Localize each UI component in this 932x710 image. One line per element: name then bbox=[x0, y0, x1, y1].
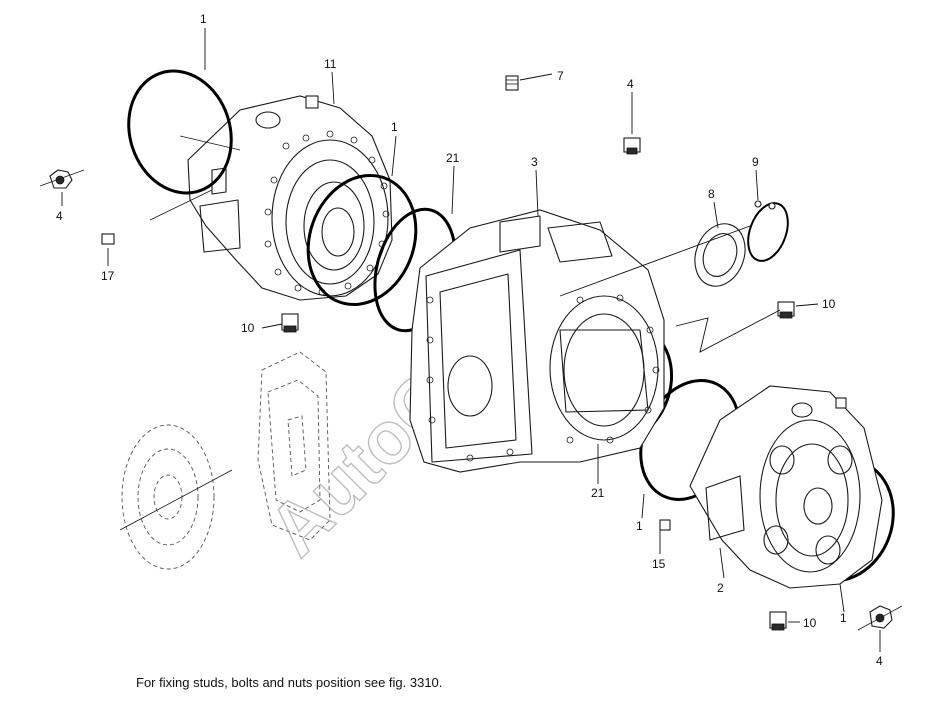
seal-and-circlip bbox=[694, 200, 789, 287]
plug-17 bbox=[101, 233, 115, 245]
o-ring-left-outer bbox=[127, 69, 233, 195]
callout-1-upper: 1 bbox=[391, 120, 398, 134]
callout-1-top-left: 1 bbox=[200, 12, 207, 26]
plug-7 bbox=[505, 75, 519, 91]
circlip-9 bbox=[747, 202, 789, 262]
plug-10-right-top bbox=[777, 301, 795, 319]
callout-9: 9 bbox=[752, 155, 759, 169]
plug-10-left bbox=[281, 313, 299, 333]
o-ring-left-mid bbox=[306, 173, 418, 307]
callout-10-left: 10 bbox=[241, 321, 255, 335]
central-housing bbox=[409, 209, 665, 473]
callout-21-upper: 21 bbox=[446, 151, 460, 165]
callout-8: 8 bbox=[708, 187, 715, 201]
fittings bbox=[39, 75, 903, 631]
plug-4-left bbox=[39, 169, 85, 189]
figure-caption: For fixing studs, bolts and nuts positio… bbox=[136, 675, 443, 690]
callout-4-top: 4 bbox=[627, 77, 634, 91]
callout-labels: 1 11 1 21 3 7 4 8 9 4 17 10 10 21 1 15 2… bbox=[56, 12, 883, 668]
bolt-holes-left bbox=[264, 130, 390, 296]
callout-1-bottom-right: 1 bbox=[840, 611, 847, 625]
bolt-holes-centre bbox=[426, 294, 660, 462]
seal-8 bbox=[694, 223, 746, 287]
right-end-housing bbox=[689, 385, 883, 589]
callout-7: 7 bbox=[557, 69, 564, 83]
plug-4-right bbox=[857, 605, 903, 631]
callout-4-bottom-right: 4 bbox=[876, 654, 883, 668]
callout-1-lower: 1 bbox=[636, 519, 643, 533]
callout-11: 11 bbox=[324, 57, 337, 71]
callout-17: 17 bbox=[101, 269, 115, 283]
callout-10-right: 10 bbox=[822, 297, 836, 311]
left-end-housing bbox=[149, 95, 393, 301]
plug-4-top bbox=[623, 137, 641, 155]
callout-2: 2 bbox=[717, 581, 724, 595]
callout-3: 3 bbox=[531, 155, 538, 169]
plug-10-bottom bbox=[769, 611, 787, 631]
callout-21-lower: 21 bbox=[591, 486, 605, 500]
ghost-parts bbox=[119, 351, 331, 570]
callout-4-left: 4 bbox=[56, 209, 63, 223]
plug-15 bbox=[659, 519, 671, 531]
leader-lines bbox=[61, 28, 881, 652]
callout-10-bottom: 10 bbox=[803, 616, 817, 630]
callout-15: 15 bbox=[652, 557, 666, 571]
